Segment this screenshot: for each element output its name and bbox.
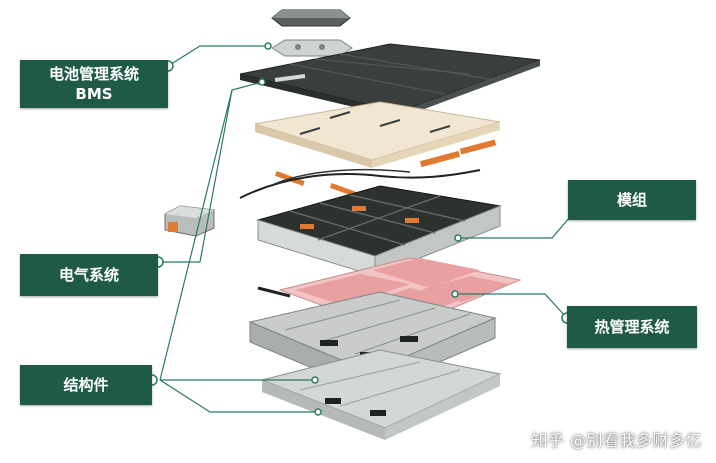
label-module: 模组 xyxy=(568,180,696,220)
insulation-sheet-icon xyxy=(254,101,501,168)
leader-bms xyxy=(167,45,268,67)
label-bms: 电池管理系统 BMS xyxy=(20,60,168,108)
leader-electrical xyxy=(158,81,263,263)
bottom-plate-icon xyxy=(260,349,502,440)
label-bms-line1: 电池管理系统 xyxy=(48,65,139,83)
cooling-plate-icon xyxy=(257,257,522,333)
electrical-box-icon xyxy=(164,205,215,237)
leader-structure-3 xyxy=(159,379,318,413)
bms-unit-top-icon xyxy=(271,9,351,27)
label-bms-line2: BMS xyxy=(75,85,113,103)
label-thermal-text: 热管理系统 xyxy=(594,318,670,336)
label-electrical: 电气系统 xyxy=(20,254,158,296)
watermark-text: 知乎 @别看我多财多亿 xyxy=(531,431,702,450)
bms-board-icon xyxy=(271,39,353,57)
wiring-harness-icon xyxy=(239,168,481,199)
label-structure-text: 结构件 xyxy=(63,376,109,394)
battery-modules-icon xyxy=(256,185,502,277)
leader-thermal xyxy=(455,293,568,319)
label-module-text: 模组 xyxy=(616,191,647,209)
label-thermal: 热管理系统 xyxy=(567,306,697,348)
label-electrical-text: 电气系统 xyxy=(58,266,119,284)
leader-structure-2 xyxy=(159,89,233,381)
label-structure: 结构件 xyxy=(20,365,152,405)
